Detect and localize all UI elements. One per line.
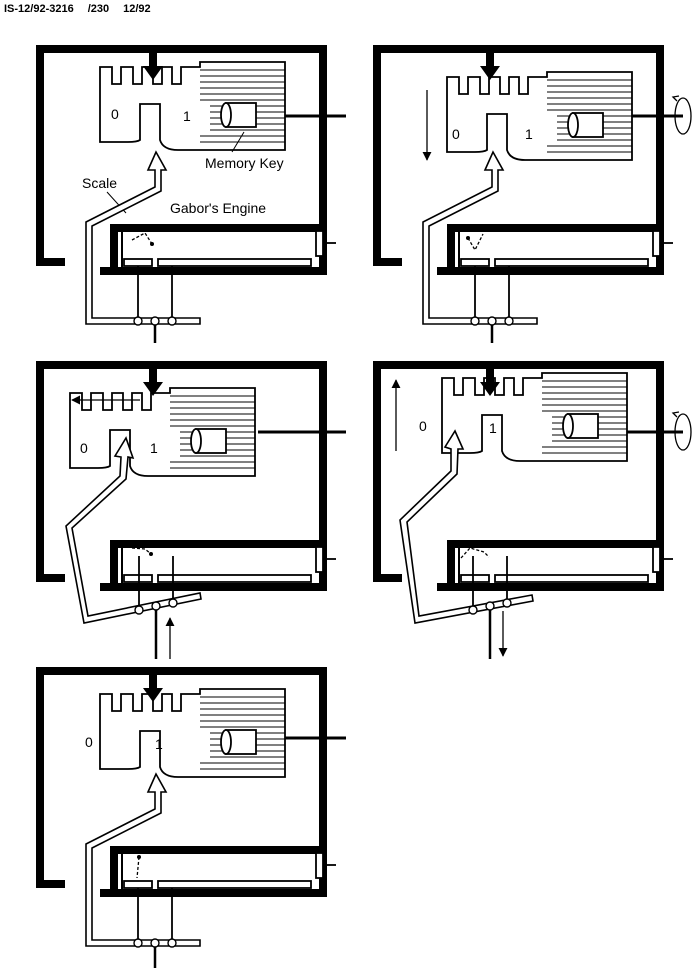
pointer-arrow-icon <box>143 674 163 702</box>
scale-lever <box>399 429 534 624</box>
rotation-arrow-icon <box>674 97 692 135</box>
label-one: 1 <box>150 440 158 456</box>
pointer-arrow-icon <box>480 52 500 80</box>
label-one: 1 <box>489 420 497 436</box>
document-header: IS-12/92-3216/230 12/92 <box>4 3 165 15</box>
scale-lever <box>85 150 201 325</box>
pointer-arrow-icon <box>480 368 500 396</box>
pointer-arrow-icon <box>143 52 163 80</box>
scale-lever <box>65 436 202 624</box>
page-number: /230 <box>87 3 110 15</box>
label-one: 1 <box>525 126 533 142</box>
label-one: 1 <box>183 108 191 124</box>
doc-date: 12/92 <box>123 3 151 15</box>
panel-4: 0 1 <box>377 365 692 659</box>
panel-3: 0 1 <box>40 365 346 659</box>
doc-id: IS-12/92-3216 <box>4 3 74 15</box>
panel-2: 0 1 <box>377 49 692 343</box>
panel-5: 0 1 <box>40 671 346 968</box>
pointer-arrow-icon <box>143 368 163 396</box>
label-one: 1 <box>155 736 163 752</box>
label-gabors-engine: Gabor's Engine <box>170 200 266 216</box>
label-memory-key: Memory Key <box>205 155 284 171</box>
rotation-arrow-icon <box>674 413 692 451</box>
scale-lever <box>422 150 538 325</box>
panel-1: 0 1 Memory Key Scale Gabor's Engine <box>40 49 346 343</box>
label-zero: 0 <box>419 418 427 434</box>
label-zero: 0 <box>452 126 460 142</box>
label-scale: Scale <box>82 175 117 191</box>
label-zero: 0 <box>111 106 119 122</box>
scale-lever <box>85 772 201 947</box>
label-zero: 0 <box>80 440 88 456</box>
label-zero: 0 <box>85 734 93 750</box>
